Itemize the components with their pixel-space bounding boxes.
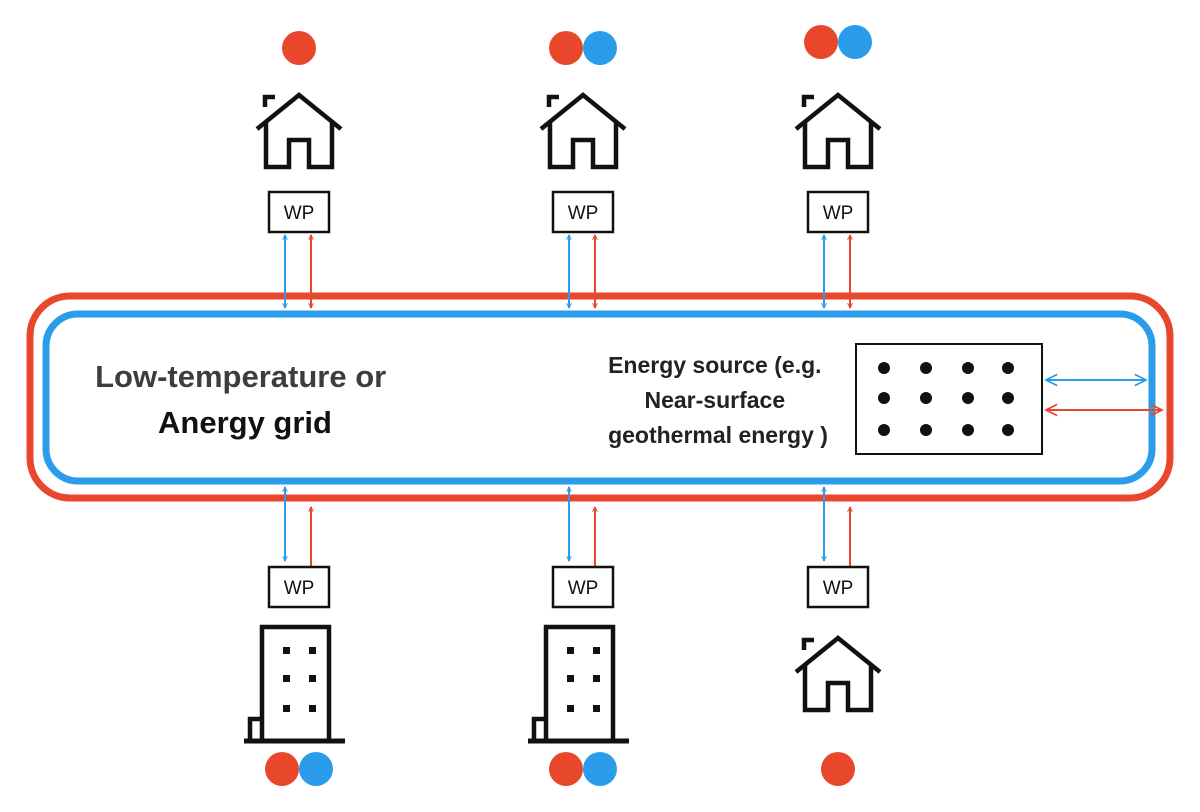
hot-grid-loop <box>26 292 1174 502</box>
heat-pump-label: WP <box>568 578 599 599</box>
cold-indicator-dot <box>583 31 617 65</box>
cold-indicator-dot <box>583 752 617 786</box>
heat-pump-label: WP <box>568 203 599 224</box>
energy-source-label-line2: Near-surface <box>644 387 785 413</box>
supply-indicators <box>804 25 872 59</box>
grid-label-line2: Anergy grid <box>158 405 332 440</box>
heat-pump-box: WP <box>806 565 870 609</box>
supply-indicators <box>549 31 617 65</box>
heat-pump-box: WP <box>551 190 615 234</box>
cold-grid-loop <box>42 310 1156 485</box>
hot-indicator-dot <box>549 752 583 786</box>
heat-pump-box: WP <box>551 565 615 609</box>
heat-pump-box: WP <box>267 565 331 609</box>
heat-pump-label: WP <box>823 203 854 224</box>
house-icon <box>255 92 343 170</box>
hot-indicator-dot <box>821 752 855 786</box>
grid-label: Low-temperature or Anergy grid <box>95 359 395 440</box>
consumers-layer: WP WP WP WP WP WP <box>244 25 882 786</box>
heat-pump-label: WP <box>284 578 315 599</box>
supply-indicators <box>282 31 316 65</box>
energy-source-label: Energy source (e.g. Near-surface geother… <box>608 352 828 448</box>
office-building-icon <box>244 624 345 744</box>
cold-indicator-dot <box>299 752 333 786</box>
energy-source-label-line3: geothermal energy ) <box>608 422 828 448</box>
supply-indicators <box>821 752 855 786</box>
house-icon <box>794 635 882 713</box>
supply-indicators <box>549 752 617 786</box>
cold-indicator-dot <box>838 25 872 59</box>
hot-indicator-dot <box>265 752 299 786</box>
heat-pump-box: WP <box>267 190 331 234</box>
office-building-icon <box>528 624 629 744</box>
hot-indicator-dot <box>804 25 838 59</box>
heat-pump-box: WP <box>806 190 870 234</box>
heat-pump-label: WP <box>284 203 315 224</box>
house-icon <box>539 92 627 170</box>
hot-indicator-dot <box>282 31 316 65</box>
supply-indicators <box>265 752 333 786</box>
heat-pump-label: WP <box>823 578 854 599</box>
borehole-field-icon <box>855 343 1043 455</box>
grid-label-line1: Low-temperature or <box>95 359 386 394</box>
house-icon <box>794 92 882 170</box>
hot-indicator-dot <box>549 31 583 65</box>
energy-source-label-line1: Energy source (e.g. <box>608 352 821 378</box>
